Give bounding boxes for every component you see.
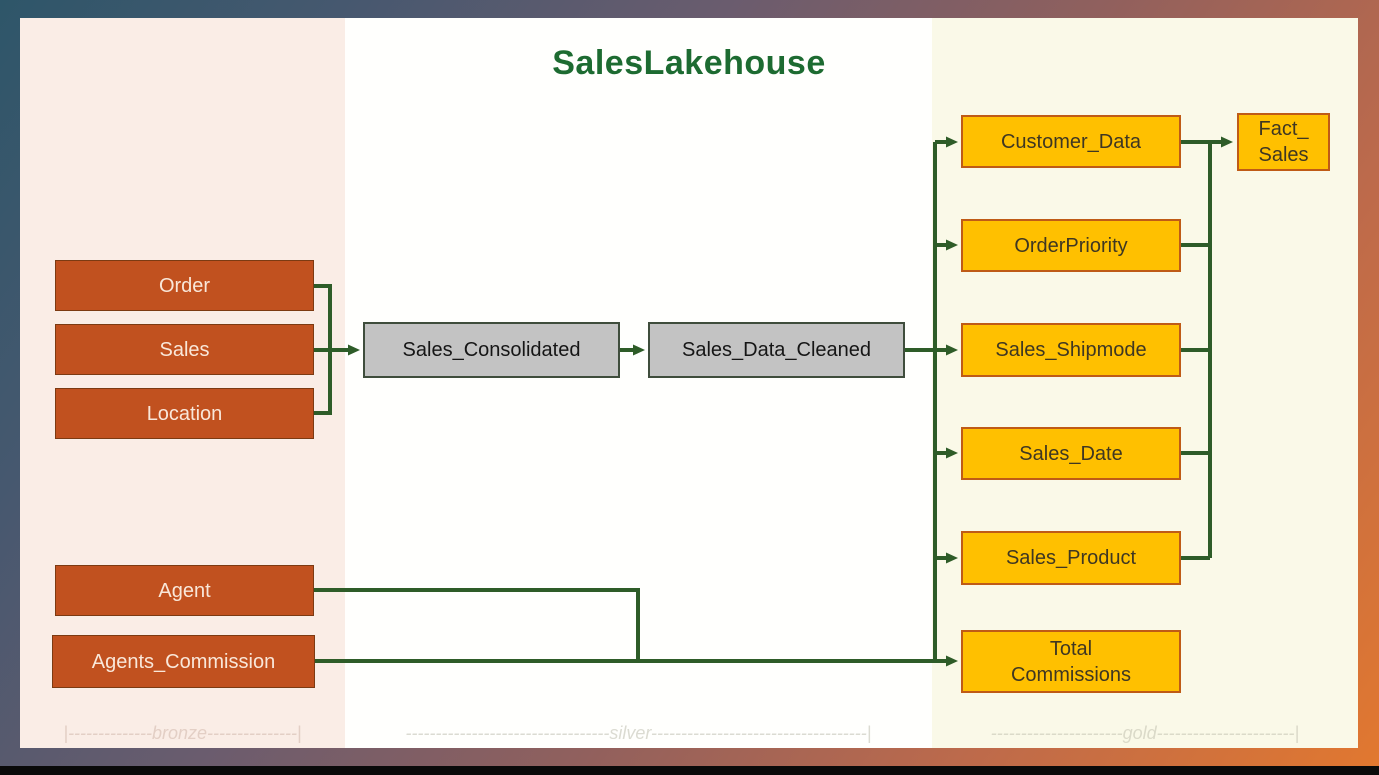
node-fact-sales-line2: Sales — [1258, 144, 1309, 166]
node-total-commissions-line1: Total — [1049, 637, 1093, 660]
node-agents-commission-label: Agents_Commission — [91, 650, 276, 673]
node-sales-label: Sales — [159, 338, 210, 361]
node-sales-product-label: Sales_Product — [1005, 547, 1137, 569]
node-customer-data: Customer_Data — [961, 115, 1181, 168]
node-sales-data-cleaned: Sales_Data_Cleaned — [648, 322, 905, 378]
bronze-lane-label: |--------------bronze---------------| — [63, 723, 302, 743]
node-fact-sales-line1: Fact_ — [1258, 118, 1309, 140]
diagram-title: SalesLakehouse — [552, 44, 826, 82]
node-total-commissions-line2: Commissions — [1010, 663, 1132, 686]
node-sales-data-cleaned-label: Sales_Data_Cleaned — [681, 339, 872, 361]
node-order: Order — [55, 260, 314, 311]
node-fact-sales: Fact_ Sales — [1237, 113, 1330, 171]
node-orderpriority: OrderPriority — [961, 219, 1181, 272]
node-sales-date: Sales_Date — [961, 427, 1181, 480]
node-sales-shipmode: Sales_Shipmode — [961, 323, 1181, 377]
node-sales-shipmode-label: Sales_Shipmode — [995, 339, 1147, 361]
silver-lane-label: ----------------------------------silver… — [405, 723, 872, 743]
node-agent: Agent — [55, 565, 314, 616]
node-agents-commission: Agents_Commission — [52, 635, 315, 688]
node-sales-date-label: Sales_Date — [1019, 442, 1123, 465]
node-orderpriority-label: OrderPriority — [1014, 234, 1128, 257]
node-customer-data-label: Customer_Data — [1000, 130, 1142, 153]
gold-lane-label: ----------------------gold--------------… — [990, 723, 1300, 743]
bronze-lane-panel — [20, 18, 345, 748]
node-location-label: Location — [146, 402, 223, 425]
bottom-black-strip — [0, 766, 1379, 775]
connector-agent-elbow — [313, 588, 640, 661]
node-sales: Sales — [55, 324, 314, 375]
node-location: Location — [55, 388, 314, 439]
node-sales-consolidated: Sales_Consolidated — [363, 322, 620, 378]
node-agent-label: Agent — [158, 579, 211, 602]
node-order-label: Order — [158, 274, 211, 297]
node-sales-product: Sales_Product — [961, 531, 1181, 585]
node-sales-consolidated-label: Sales_Consolidated — [402, 339, 581, 361]
node-total-commissions: Total Commissions — [961, 630, 1181, 693]
